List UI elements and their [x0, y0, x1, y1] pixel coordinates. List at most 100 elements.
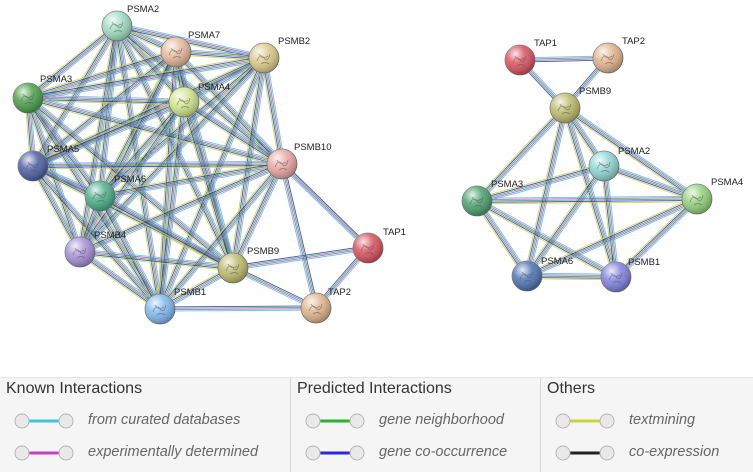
swatch-node: [555, 445, 571, 461]
edge-stroke: [264, 57, 284, 164]
node-psma4[interactable]: PSMA4: [168, 82, 230, 118]
legend-predicted-group: Predicted Interactions gene neighborhood…: [290, 378, 531, 472]
edge-stroke: [26, 98, 80, 253]
legend-item-co-expression: co-expression: [555, 442, 745, 464]
legend-swatch-textmining: [555, 413, 615, 429]
node-psma2[interactable]: PSMA2: [101, 4, 159, 42]
edge-stroke: [616, 199, 699, 279]
edge-stroke: [232, 246, 368, 268]
node-psmb4[interactable]: PSMB4: [64, 230, 126, 268]
node-tap2[interactable]: TAP2: [592, 36, 645, 74]
edge-stroke: [29, 96, 103, 195]
edge-stroke: [184, 101, 235, 268]
node-label: PSMB1: [174, 287, 206, 298]
edge-stroke: [525, 107, 565, 276]
edge-stroke: [475, 203, 615, 280]
node-psma4[interactable]: PSMA4: [681, 177, 743, 215]
edge-stroke: [162, 58, 268, 311]
edge-stroke: [527, 166, 606, 278]
edge-stroke: [527, 201, 699, 279]
node-label: TAP1: [383, 227, 406, 238]
edge-stroke: [27, 50, 176, 98]
swatch-node: [555, 413, 571, 429]
node-label: PSMA5: [47, 144, 79, 155]
node-label: PSMA4: [711, 177, 743, 188]
edge-stroke: [617, 200, 700, 280]
edge-stroke: [33, 102, 185, 168]
edge-stroke: [563, 108, 697, 201]
edge-stroke: [160, 308, 317, 311]
edge-stroke: [32, 162, 282, 166]
edge-stroke: [25, 23, 116, 97]
edge-stroke: [603, 165, 617, 278]
node-psmb2[interactable]: PSMB2: [248, 36, 310, 74]
edge-stroke: [173, 53, 281, 167]
edge-stroke: [28, 58, 265, 100]
node-label: TAP1: [534, 38, 557, 49]
edge-stroke: [183, 101, 234, 269]
edge-stroke: [31, 55, 264, 164]
legend-label-gene-neighborhood: gene neighborhood: [379, 412, 504, 428]
edge-stroke: [28, 52, 177, 100]
edge-stroke: [32, 100, 184, 166]
node-psma3[interactable]: PSMA3: [12, 74, 72, 114]
edge-stroke: [477, 108, 567, 203]
node-psma6[interactable]: PSMA6: [511, 256, 573, 292]
legend-swatch-curated-databases: [14, 413, 74, 429]
node-tap2[interactable]: TAP2: [300, 287, 351, 324]
legend-swatch-gene-neighborhood: [305, 413, 365, 429]
node-tap1[interactable]: TAP1: [504, 38, 557, 76]
node-tap1[interactable]: TAP1: [352, 227, 406, 264]
edge-stroke: [183, 101, 283, 165]
swatch-node: [599, 413, 615, 429]
edge-stroke: [100, 194, 234, 268]
edge-stroke: [282, 163, 318, 308]
edge-stroke: [161, 165, 285, 312]
edge-stroke: [524, 164, 603, 275]
node-label: TAP2: [622, 36, 645, 47]
edge-stroke: [563, 108, 616, 278]
edge-stroke: [476, 200, 617, 278]
node-psmb10[interactable]: PSMB10: [266, 142, 332, 180]
node-psmb1[interactable]: PSMB1: [144, 287, 206, 325]
node-psmb9[interactable]: PSMB9: [549, 86, 611, 124]
protein-structure-icon: [596, 161, 611, 173]
edge-stroke: [99, 160, 282, 194]
network-right-edges: [474, 55, 700, 281]
edge-stroke: [160, 309, 317, 312]
edge-stroke: [33, 165, 82, 252]
edge-stroke: [160, 58, 266, 310]
node-label: PSMB4: [94, 230, 126, 241]
legend-item-experimentally-determined: experimentally determined: [14, 442, 274, 464]
node-psmb1[interactable]: PSMB1: [600, 257, 660, 293]
edge-stroke: [230, 162, 280, 267]
edge-stroke: [526, 107, 566, 277]
node-psma5[interactable]: PSMA5: [17, 144, 79, 182]
protein-structure-icon: [469, 196, 484, 208]
edge-stroke: [29, 27, 120, 101]
edge-stroke: [563, 109, 696, 202]
swatch-node: [14, 413, 30, 429]
edge-stroke: [26, 24, 117, 98]
edge-stroke: [82, 26, 121, 253]
protein-structure-icon: [20, 93, 35, 105]
node-psma7[interactable]: PSMA7: [160, 30, 220, 68]
edge-stroke: [117, 24, 265, 58]
edge-stroke: [476, 201, 616, 279]
edge-stroke: [99, 163, 283, 197]
edge-stroke: [30, 167, 78, 254]
legend-swatch-co-expression: [555, 445, 615, 461]
edge-stroke: [80, 250, 234, 268]
node-psmb9[interactable]: PSMB9: [217, 246, 279, 284]
node-psma2[interactable]: PSMA2: [588, 146, 650, 182]
edge-stroke: [79, 254, 233, 272]
edge-stroke: [33, 104, 186, 169]
edge-stroke: [78, 56, 264, 252]
node-psma3[interactable]: PSMA3: [461, 179, 523, 217]
node-psma6[interactable]: PSMA6: [84, 174, 146, 212]
edge-stroke: [475, 106, 565, 201]
edge-stroke: [233, 164, 284, 269]
swatch-node: [58, 413, 74, 429]
